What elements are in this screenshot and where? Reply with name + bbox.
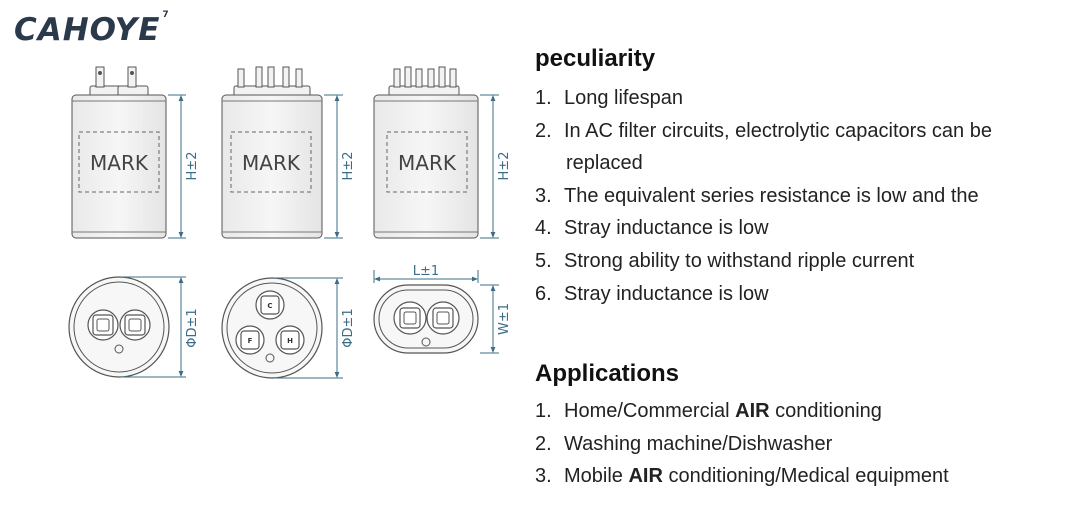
terminal-pins	[388, 66, 460, 97]
width-label: W±1	[497, 303, 512, 335]
applications-list: 1.Home/Commercial AIR conditioning 2.Was…	[535, 395, 1055, 493]
diameter-label: ΦD±1	[185, 308, 200, 347]
terminal-c-label: C	[267, 302, 272, 310]
terminal-f-label: F	[248, 337, 253, 345]
terminal-h: H	[275, 325, 305, 355]
brand-logo-text: CAHOYE	[14, 12, 161, 48]
mark-label: MARK	[90, 151, 149, 175]
capacitor-drawings: MARK H±2 MARK H±2	[68, 66, 512, 379]
terminal-oval-left	[393, 301, 427, 335]
length-label: L±1	[413, 264, 439, 279]
side-view-oval: MARK H±2	[373, 66, 512, 239]
mark-label: MARK	[398, 151, 457, 175]
terminal-dual-left	[87, 309, 119, 341]
list-item: 3.Mobile AIR conditioning/Medical equipm…	[535, 465, 949, 488]
list-item: 1.Home/Commercial AIR conditioning	[535, 400, 882, 422]
height-label: H±2	[341, 152, 356, 181]
list-item: 3.The equivalent series resistance is lo…	[535, 184, 979, 207]
list-item: 1.Long lifespan	[535, 87, 683, 109]
list-item: 4.Stray inductance is low	[535, 217, 769, 240]
top-view-dual: ΦD±1	[68, 276, 200, 378]
terminal-dual-right	[119, 309, 151, 341]
height-label: H±2	[497, 152, 512, 181]
peculiarity-title: peculiarity	[535, 45, 656, 72]
terminal-pins	[89, 66, 149, 97]
side-view-triple-round: MARK H±2	[221, 66, 356, 239]
brand-logo-mark: 7	[162, 10, 170, 20]
top-view-triple: C F H ΦD±1	[221, 277, 356, 379]
terminal-oval-right	[426, 301, 460, 335]
terminal-h-label: H	[287, 337, 293, 345]
list-item: 2.Washing machine/Dishwasher	[535, 432, 833, 455]
peculiarity-list: 1.Long lifespan 2.In AC filter circuits,…	[535, 82, 1055, 310]
terminal-f: F	[235, 325, 265, 355]
top-view-oval: L±1 W±1	[373, 264, 512, 354]
height-label: H±2	[185, 152, 200, 181]
terminal-pins	[233, 66, 311, 97]
diameter-label: ΦD±1	[341, 308, 356, 347]
list-item: 6.Stray inductance is low	[535, 282, 769, 305]
terminal-c: C	[255, 290, 285, 320]
mark-label: MARK	[242, 151, 301, 175]
side-view-dual: MARK H±2	[71, 66, 200, 239]
list-item: 5.Strong ability to withstand ripple cur…	[535, 249, 915, 272]
list-item: 2.In AC filter circuits, electrolytic ca…	[535, 119, 992, 175]
applications-title: Applications	[535, 360, 680, 387]
